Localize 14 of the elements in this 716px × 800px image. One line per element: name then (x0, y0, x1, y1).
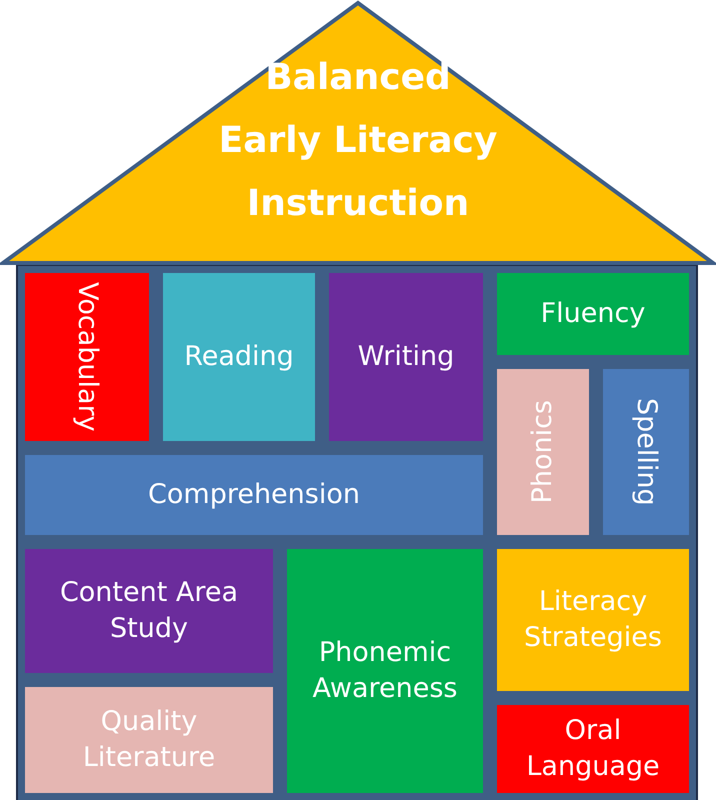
block-label: Spelling (630, 398, 663, 506)
block-label: Phonemic Awareness (312, 636, 458, 706)
block-label: Quality Literature (82, 705, 216, 775)
block-label: Content Area Study (58, 576, 240, 646)
block-label: Reading (184, 340, 294, 374)
block-label: Comprehension (148, 478, 360, 512)
roof-triangle (0, 0, 716, 266)
block-label: Fluency (540, 297, 646, 331)
block-label: Writing (358, 340, 454, 374)
block-label: Phonics (526, 400, 559, 504)
block-label: Literacy Strategies (523, 585, 663, 655)
roof-title: Balanced Early Literacy Instruction (218, 56, 498, 226)
block-label: Oral Language (525, 714, 661, 784)
block-label: Vocabulary (71, 282, 104, 432)
